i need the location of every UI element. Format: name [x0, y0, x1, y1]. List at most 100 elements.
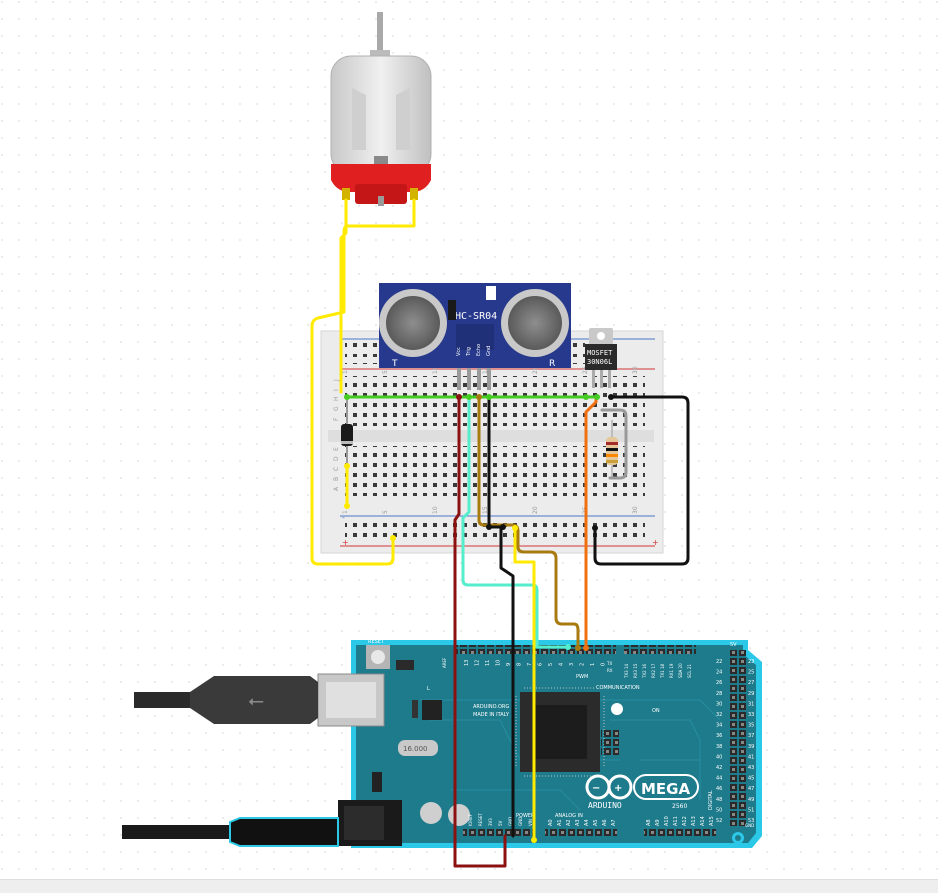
power-pin-label: VIN	[528, 819, 533, 826]
digital-pin-label: 23	[748, 659, 754, 665]
mosfet[interactable]: MOSFET 30N06L	[585, 328, 617, 388]
digital-pin-label: 32	[716, 712, 722, 718]
column-label: 25	[582, 366, 589, 374]
resistor[interactable]	[606, 420, 618, 478]
dc-motor[interactable]	[330, 12, 432, 206]
wire-black-gnd[interactable]	[487, 395, 515, 838]
pwm-label: PWM	[576, 674, 588, 680]
digital-pin-label: 45	[748, 776, 754, 782]
wire-gray-resistor[interactable]	[600, 408, 628, 480]
pwm-pin-label: 12	[475, 660, 481, 666]
wire-cyan-trig[interactable]	[461, 395, 570, 649]
column-label: 15	[482, 506, 489, 514]
pwm-pin-label: 11	[485, 660, 491, 666]
analog-in-label: ANALOG IN	[555, 813, 583, 819]
comm-pin-label: TX1 18	[660, 663, 665, 679]
column-label: 1	[342, 370, 349, 374]
analog-pin-label: A13	[691, 816, 697, 826]
column-label: 20	[532, 366, 539, 374]
pwm-pin-label: 6	[538, 663, 544, 666]
sensor-label-t: T	[391, 359, 398, 369]
digital-pin-label: 40	[716, 754, 722, 760]
svg-text:+: +	[652, 538, 659, 547]
pwm-pin-label: 9	[506, 663, 512, 666]
column-label: 30	[632, 366, 639, 374]
comm-pin-label: TX2 16	[642, 663, 647, 679]
column-label: 10	[432, 366, 439, 374]
digital-pin-label: 24	[716, 670, 722, 676]
reset-button[interactable]	[366, 645, 390, 669]
analog-pin-label: A2	[566, 819, 572, 826]
digital-pin-label: 44	[716, 776, 722, 782]
power-header	[463, 828, 535, 837]
logo-model: 2560	[672, 803, 687, 810]
small-chip	[422, 700, 442, 720]
wire-yellow-motor-right[interactable]	[310, 198, 416, 566]
arduino-mega-board[interactable]: RESET 16.000	[317, 639, 762, 848]
tx-label: TX	[606, 661, 612, 666]
aref-label: AREF	[442, 657, 447, 668]
mosfet-label-part: 30N06L	[587, 358, 612, 366]
digital-pin-label: 33	[748, 712, 754, 718]
digital-pin-label: 37	[748, 733, 754, 739]
power-pin-label: IOREF	[468, 813, 473, 826]
power-label: POWER	[516, 813, 535, 819]
digital-pin-label: 34	[716, 723, 722, 729]
digital-pin-label: 26	[716, 680, 722, 686]
board-made-in: MADE IN ITALY	[473, 712, 510, 718]
digital-pin-label: 53	[748, 818, 754, 824]
column-label: 30	[632, 506, 639, 514]
comm-pin-label: TX3 14	[624, 663, 629, 679]
column-label: 5	[382, 510, 389, 514]
diode[interactable]	[341, 397, 353, 466]
row-label: H	[333, 396, 340, 401]
usb-connector	[317, 673, 385, 727]
board-site: ARDUINO.ORG	[473, 704, 509, 710]
dc-power-jack	[338, 800, 402, 846]
hc-sr04-sensor[interactable]: HC-SR04 T R Vcc Trig Echo Gnd	[379, 283, 571, 390]
gnd-label: GND	[745, 823, 754, 828]
pwm-pin-label: 4	[559, 663, 565, 666]
svg-text:+: +	[614, 783, 622, 794]
power-cable	[122, 817, 339, 847]
comm-pin-label: SDA 20	[678, 663, 683, 678]
digital-pin-label: 50	[716, 807, 722, 813]
wire-endpoints	[344, 394, 614, 843]
icsp-header	[601, 729, 619, 756]
reset-label: RESET	[368, 639, 385, 645]
atmega2560-chip	[515, 687, 605, 777]
five-v-label: 5V	[730, 642, 737, 648]
digital-pin-label: 30	[716, 701, 722, 707]
power-pin-label: GND	[518, 817, 523, 826]
analog-pin-label: A8	[646, 819, 652, 826]
digital-pin-label: 47	[748, 786, 754, 792]
digital-pin-label: 46	[716, 786, 722, 792]
digital-pin-label: 36	[716, 733, 722, 739]
row-label: D	[333, 456, 340, 461]
analog-pin-label: A4	[584, 819, 590, 826]
sensor-model-label: HC-SR04	[455, 311, 497, 322]
analog-pin-label: A1	[557, 819, 563, 826]
digital-pin-label: 49	[748, 797, 754, 803]
analog-pin-label: A6	[602, 819, 608, 826]
digital-pin-label: 43	[748, 765, 754, 771]
wire-yellow-vin[interactable]	[513, 526, 536, 842]
column-label: 5	[382, 370, 389, 374]
rx-label: RX	[607, 668, 613, 673]
row-label: C	[333, 467, 340, 471]
pwm-pin-label: 7	[527, 663, 533, 666]
comm-pin-label: RX3 15	[633, 663, 638, 678]
capacitor	[448, 804, 470, 826]
digital-pin-label: 28	[716, 691, 722, 697]
arduino-logo: − +	[585, 774, 699, 800]
pwm-pin-label: 1	[590, 663, 596, 666]
capacitor	[420, 802, 442, 824]
wire-black-source[interactable]	[593, 395, 690, 566]
analog-header	[545, 828, 617, 837]
sensor-pin-trig: Trig	[466, 347, 472, 357]
column-label: 1	[342, 510, 349, 514]
wire-darkred-vcc[interactable]	[453, 395, 507, 868]
usb-icon: ⭠	[248, 688, 264, 712]
